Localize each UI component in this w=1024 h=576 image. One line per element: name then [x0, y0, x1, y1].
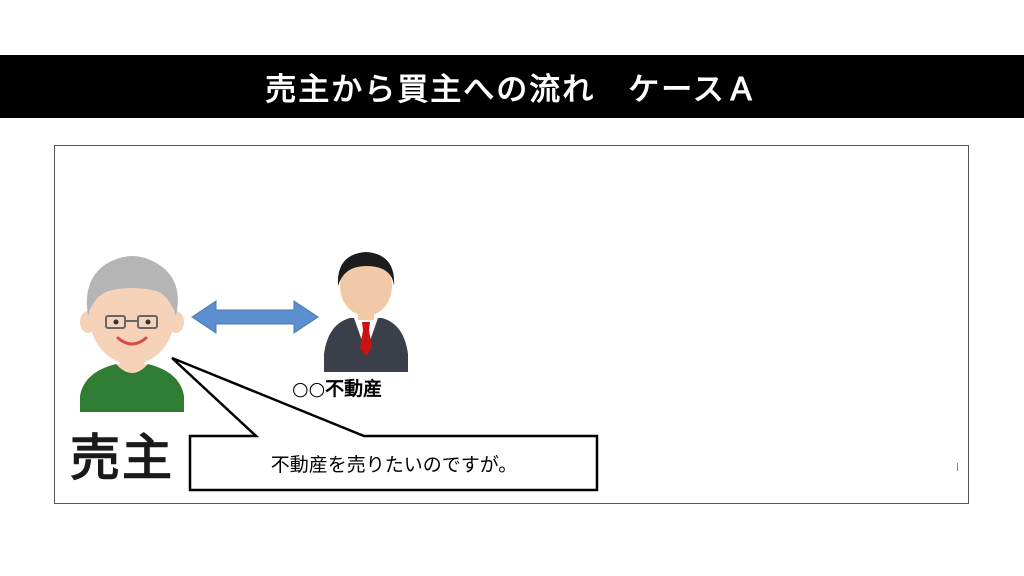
speech-bubble-text: 不動産を売りたいのですが。	[270, 453, 518, 476]
double-arrow-icon	[191, 300, 319, 334]
elderly-man-icon	[80, 256, 184, 412]
agent-label: ○○不動産	[292, 378, 383, 400]
slide-title: 売主から買主への流れ ケースＡ	[265, 72, 759, 108]
seller-label: 売主	[70, 429, 174, 487]
frame-mark	[957, 463, 958, 471]
businessman-icon	[324, 252, 408, 372]
title-bar: 売主から買主への流れ ケースＡ	[0, 55, 1024, 118]
